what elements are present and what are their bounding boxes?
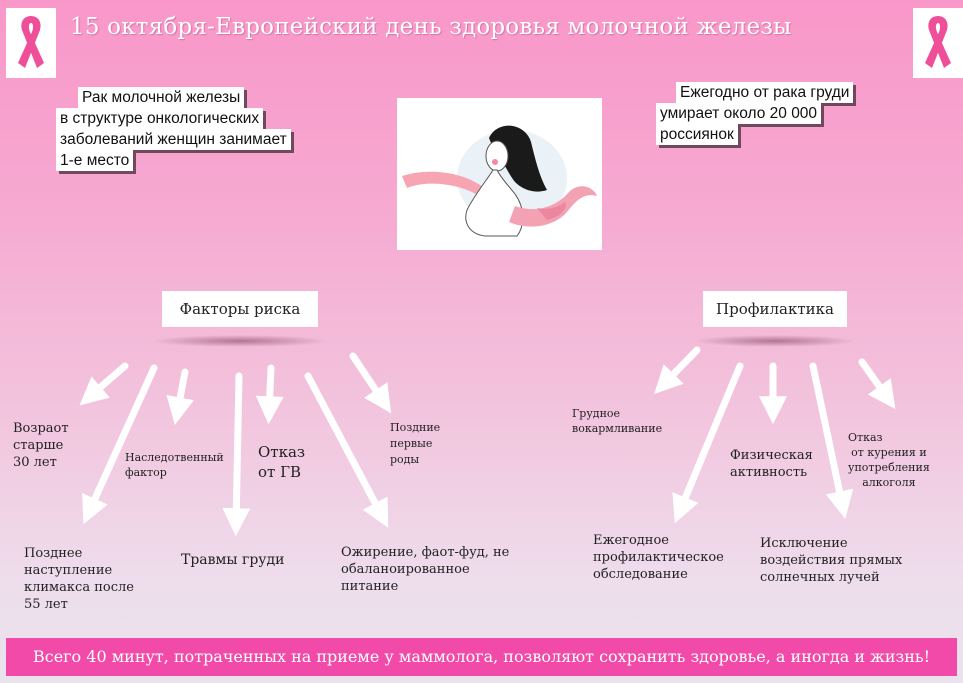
arrow (672, 362, 744, 524)
arrow (79, 362, 129, 406)
risk-factors-header: Факторы риска (162, 291, 318, 327)
prevention-header: Профилактика (703, 291, 847, 327)
pink-ribbon-icon (6, 8, 56, 78)
page-title: 15 октября-Европейский день здоровья мол… (70, 14, 792, 40)
risk-item-injuries: Травмы груди (181, 552, 285, 568)
arrow (222, 372, 251, 537)
arrow (809, 362, 854, 519)
arrow (654, 346, 701, 395)
prevention-header-shadow (694, 335, 856, 347)
arrow (349, 352, 392, 414)
arrow (255, 364, 284, 425)
arrow (858, 358, 896, 410)
woman-illustration (397, 98, 602, 250)
fact-right: Ежегодно от рака груди умирает около 20 … (656, 82, 854, 145)
arrow (82, 364, 158, 525)
arrow (166, 368, 194, 426)
fact-left: Рак молочной железы в структуре онкологи… (56, 87, 291, 171)
pink-ribbon-icon (913, 8, 963, 78)
risk-header-shadow (152, 335, 328, 347)
arrow (304, 372, 389, 528)
footer-banner: Всего 40 минут, потраченных на приеме у … (6, 638, 957, 676)
